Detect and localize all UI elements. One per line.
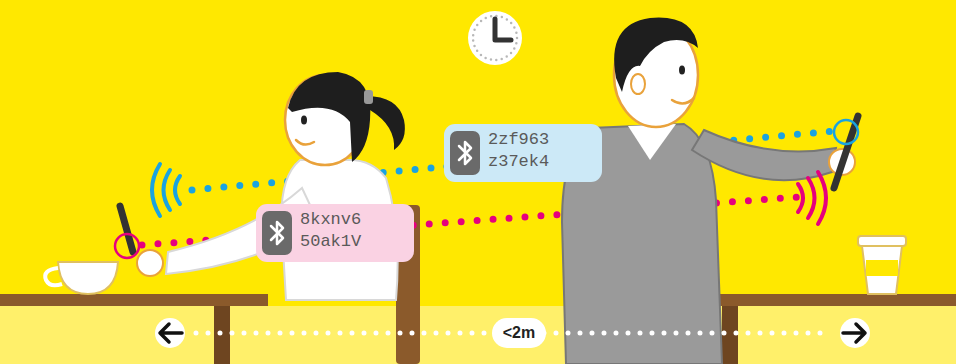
cup-sleeve: [866, 260, 898, 276]
clock-hands: [495, 19, 511, 40]
bluetooth-icon: [450, 131, 480, 175]
signal-waves: [798, 172, 826, 224]
table-leg: [214, 306, 230, 364]
bluetooth-glyph: [459, 142, 471, 164]
icon-badge: [450, 131, 480, 175]
tables: [0, 294, 956, 364]
clock-ticks: [473, 16, 517, 60]
bluetooth-id: 8kxnv6 50ak1V: [300, 209, 368, 253]
right-arrow: [843, 324, 865, 342]
hand: [137, 250, 163, 276]
id-box: 8kxnv6 50ak1V: [256, 204, 414, 262]
clock-face: [468, 11, 522, 65]
distance-pill: <2m: [492, 318, 546, 348]
table-top: [698, 294, 956, 306]
collar: [628, 124, 676, 160]
floor-band: [0, 306, 956, 364]
cup-handle: [45, 268, 62, 285]
man: [562, 18, 858, 364]
cup-lid: [858, 236, 906, 246]
signal-waves: [152, 164, 180, 216]
eye: [301, 116, 307, 125]
bluetooth-glyph: [271, 222, 283, 244]
phone-highlight: [834, 120, 858, 144]
arm: [692, 130, 836, 180]
arrow-disc: [155, 318, 185, 348]
phone: [834, 116, 858, 188]
smile: [296, 140, 314, 145]
ponytail: [366, 96, 405, 150]
icon-badge: [262, 211, 292, 255]
bluetooth-id: 2zf963 z37ek4: [488, 129, 556, 173]
arrow-disc: [840, 318, 870, 348]
eye: [679, 66, 685, 75]
smile: [672, 98, 694, 104]
takeaway-cup: [862, 246, 902, 294]
bluetooth-icon: [262, 211, 292, 255]
hair: [614, 18, 698, 92]
clock-icon: [468, 11, 522, 65]
phone: [120, 206, 133, 252]
phone-highlight: [115, 234, 139, 258]
woman: [115, 72, 405, 300]
hair: [288, 72, 370, 162]
table-top: [0, 294, 268, 306]
distance-marker: [155, 318, 870, 348]
ear: [631, 74, 645, 94]
coffee-cup: [58, 262, 118, 294]
left-arrow: [160, 324, 182, 342]
id-box: 2zf963 z37ek4: [444, 124, 602, 182]
distance-label: <2m: [503, 324, 535, 342]
hair-tie: [364, 90, 373, 104]
